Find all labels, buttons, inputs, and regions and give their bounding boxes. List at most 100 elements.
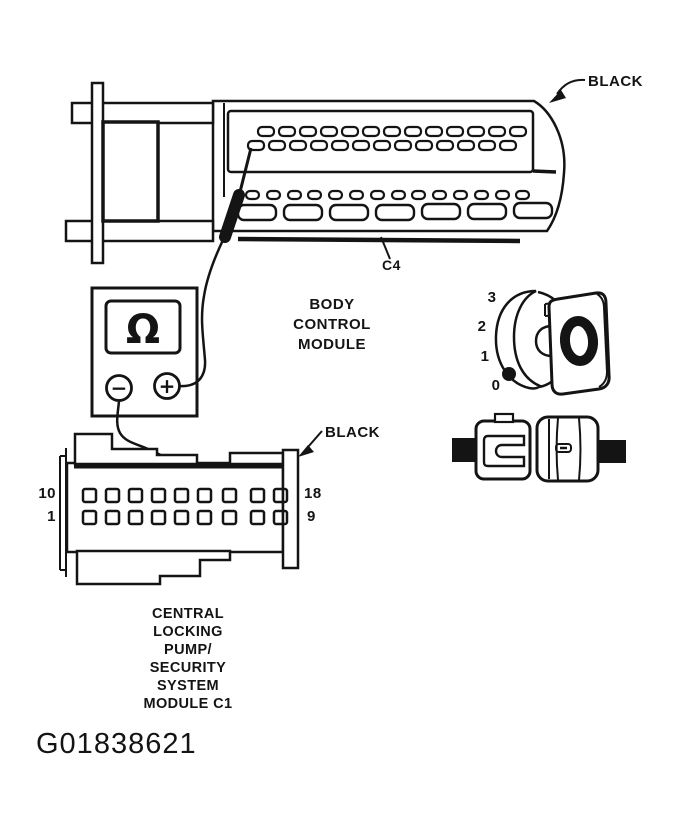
pin xyxy=(456,139,476,152)
pin xyxy=(508,125,528,138)
wide-terminal xyxy=(466,202,508,221)
ohmmeter-display xyxy=(104,299,182,355)
wide-terminal xyxy=(282,203,324,222)
bcm-wide-terminals xyxy=(236,201,554,222)
lock-cylinder-rim xyxy=(494,289,543,390)
pin-label-1: 1 xyxy=(47,508,56,525)
pin xyxy=(249,487,266,504)
lead-wire xyxy=(179,239,225,388)
key-head xyxy=(547,291,611,396)
inline-connector xyxy=(452,412,626,483)
pin xyxy=(256,125,276,138)
key-position-0: 0 xyxy=(492,377,501,394)
leader-line xyxy=(380,236,391,260)
pin xyxy=(221,509,238,526)
clp-title-line-3: PUMP/ xyxy=(164,642,212,658)
bcm-pin-row-1 xyxy=(256,125,528,138)
pin xyxy=(150,509,167,526)
arrowhead xyxy=(298,445,314,457)
pin xyxy=(272,487,289,504)
clp-title-line-1: CENTRAL xyxy=(152,606,224,622)
key-head-edge xyxy=(596,293,609,388)
pin xyxy=(306,189,323,201)
ohm-symbol: Ω xyxy=(126,307,160,353)
bcm-connector-body xyxy=(211,99,566,233)
bcm-connector-c4 xyxy=(64,81,566,265)
pin xyxy=(351,139,371,152)
bcm-connector-label: C4 xyxy=(382,257,401,273)
probed-pin xyxy=(272,509,289,526)
bcm-title-line-2: CONTROL xyxy=(293,316,371,333)
female-half-body xyxy=(535,415,600,483)
pin xyxy=(244,189,261,201)
clp-title-line-4: SECURITY xyxy=(150,660,227,676)
pin xyxy=(498,139,518,152)
pin xyxy=(150,487,167,504)
key-position-1: 1 xyxy=(481,348,490,365)
bracket-window xyxy=(101,120,160,223)
pin xyxy=(452,189,469,201)
bcm-terminal-panel xyxy=(226,109,535,174)
pin xyxy=(286,189,303,201)
pin xyxy=(390,189,407,201)
pin xyxy=(369,189,386,201)
leader-line xyxy=(556,78,586,95)
pin xyxy=(514,189,531,201)
test-probe xyxy=(219,189,245,243)
clp-wire-color-label: BLACK xyxy=(325,424,380,441)
connector-housing xyxy=(65,461,285,554)
female-lock-slot xyxy=(555,443,572,453)
bcm-title: BODY CONTROL MODULE xyxy=(293,296,371,353)
key-position-3: 3 xyxy=(488,289,497,306)
key-head-hole xyxy=(559,316,599,366)
male-terminal-slot xyxy=(482,434,526,468)
bcm-black-callout: BLACK xyxy=(549,73,643,103)
female-half-ridge xyxy=(578,417,582,481)
pin xyxy=(382,125,402,138)
pin xyxy=(372,139,392,152)
pin xyxy=(487,125,507,138)
panel-step xyxy=(532,169,557,174)
pin xyxy=(173,487,190,504)
leader-line xyxy=(307,430,323,448)
pin xyxy=(327,189,344,201)
bcm-pin-row-3 xyxy=(244,189,531,201)
probe-tip-line xyxy=(238,147,253,193)
right-flange xyxy=(281,448,300,570)
pin xyxy=(477,139,497,152)
pin xyxy=(196,509,213,526)
ignition-lock-cylinder: 3 2 1 0 xyxy=(478,289,611,396)
pin xyxy=(361,125,381,138)
positive-test-lead xyxy=(179,147,253,388)
pin xyxy=(424,125,444,138)
left-mount-edge xyxy=(59,448,67,577)
pin xyxy=(435,139,455,152)
wide-terminal xyxy=(328,203,370,222)
pin xyxy=(410,189,427,201)
pin xyxy=(340,125,360,138)
wide-terminal xyxy=(420,202,462,221)
pin xyxy=(473,189,490,201)
pin xyxy=(309,139,329,152)
pin xyxy=(445,125,465,138)
pin xyxy=(267,139,287,152)
clp-title-line-6: MODULE C1 xyxy=(144,696,233,712)
pin xyxy=(288,139,308,152)
clp-connector-c1: 10 1 18 9 xyxy=(38,432,321,586)
pin xyxy=(249,509,266,526)
top-strip xyxy=(228,451,285,466)
pin xyxy=(221,487,238,504)
pin xyxy=(348,189,365,201)
bcm-wire-color-label: BLACK xyxy=(588,73,643,90)
ohmmeter: Ω − + xyxy=(90,286,199,418)
bracket-bottom-band xyxy=(64,219,215,243)
pin xyxy=(81,487,98,504)
figure-id: G01838621 xyxy=(36,728,197,760)
pin xyxy=(330,139,350,152)
clp-black-callout: BLACK xyxy=(298,424,380,457)
clp-pin-row-bottom xyxy=(81,509,289,526)
pin xyxy=(127,487,144,504)
positive-terminal xyxy=(153,372,181,400)
bcm-c4-callout: C4 xyxy=(380,236,401,273)
